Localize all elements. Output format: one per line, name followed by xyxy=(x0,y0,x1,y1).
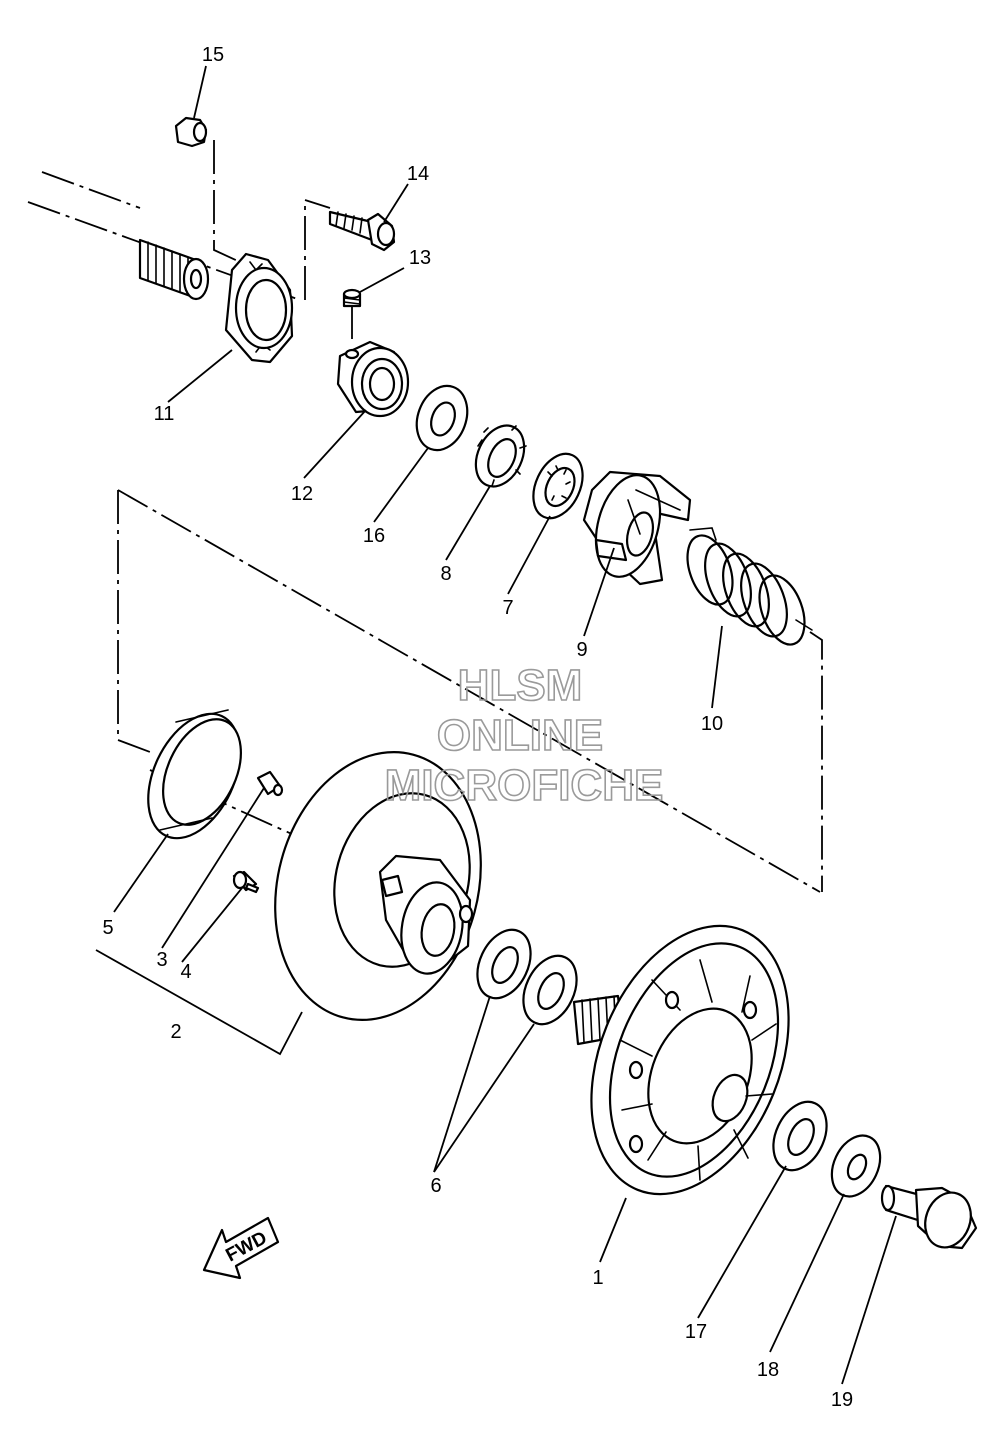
part-10-spring[interactable] xyxy=(679,527,813,651)
callout-16: 16 xyxy=(363,525,385,547)
callout-labels: 15 14 13 11 12 16 8 7 9 10 5 3 4 2 6 1 1… xyxy=(102,44,853,1411)
part-2-sheave[interactable] xyxy=(246,729,510,1043)
watermark-line-2: ONLINE xyxy=(437,711,603,760)
part-1-secondary-sheave[interactable] xyxy=(554,896,826,1223)
part-15-nut[interactable] xyxy=(174,116,208,148)
part-11-bearing-housing[interactable] xyxy=(224,252,294,364)
part-3-grease-fitting[interactable] xyxy=(256,770,284,797)
callout-4: 4 xyxy=(180,961,191,983)
part-7-lock-washer[interactable] xyxy=(524,446,593,526)
callout-12: 12 xyxy=(291,483,313,505)
callout-6: 6 xyxy=(430,1175,441,1197)
callout-15: 15 xyxy=(202,44,224,66)
leader-lines xyxy=(95,65,897,1385)
callout-3: 3 xyxy=(156,949,167,971)
callout-19: 19 xyxy=(831,1389,853,1411)
callout-1: 1 xyxy=(592,1267,603,1289)
watermark-line-3: MICROFICHE xyxy=(385,761,664,810)
callout-18: 18 xyxy=(757,1359,779,1381)
part-19-bolt[interactable] xyxy=(880,1184,978,1254)
callout-17: 17 xyxy=(685,1321,707,1343)
shaft-spline xyxy=(138,238,210,301)
part-9-cam[interactable] xyxy=(582,468,692,586)
part-8-locknut[interactable] xyxy=(467,418,534,495)
callout-10: 10 xyxy=(701,713,723,735)
callout-8: 8 xyxy=(440,563,451,585)
callout-2: 2 xyxy=(170,1021,181,1043)
part-18-washer[interactable] xyxy=(823,1128,890,1205)
watermark: HLSM ONLINE MICROFICHE xyxy=(384,660,664,811)
part-14-bolt[interactable] xyxy=(328,210,396,252)
part-5-ring[interactable] xyxy=(130,699,258,852)
part-17-washer[interactable] xyxy=(763,1093,837,1179)
callout-7: 7 xyxy=(502,597,513,619)
watermark-line-1: HLSM xyxy=(458,661,583,710)
callout-14: 14 xyxy=(407,163,429,185)
part-13-set-screw[interactable] xyxy=(342,288,362,308)
part-16-washer[interactable] xyxy=(408,379,476,457)
callout-5: 5 xyxy=(102,917,113,939)
part-4-screw[interactable] xyxy=(232,870,260,894)
fwd-direction-arrow: FWD xyxy=(202,1216,280,1280)
callout-13: 13 xyxy=(409,247,431,269)
part-6-washers[interactable] xyxy=(467,921,587,1033)
part-12-bearing[interactable] xyxy=(336,340,410,418)
callout-11: 11 xyxy=(154,403,175,425)
callout-9: 9 xyxy=(576,639,587,661)
